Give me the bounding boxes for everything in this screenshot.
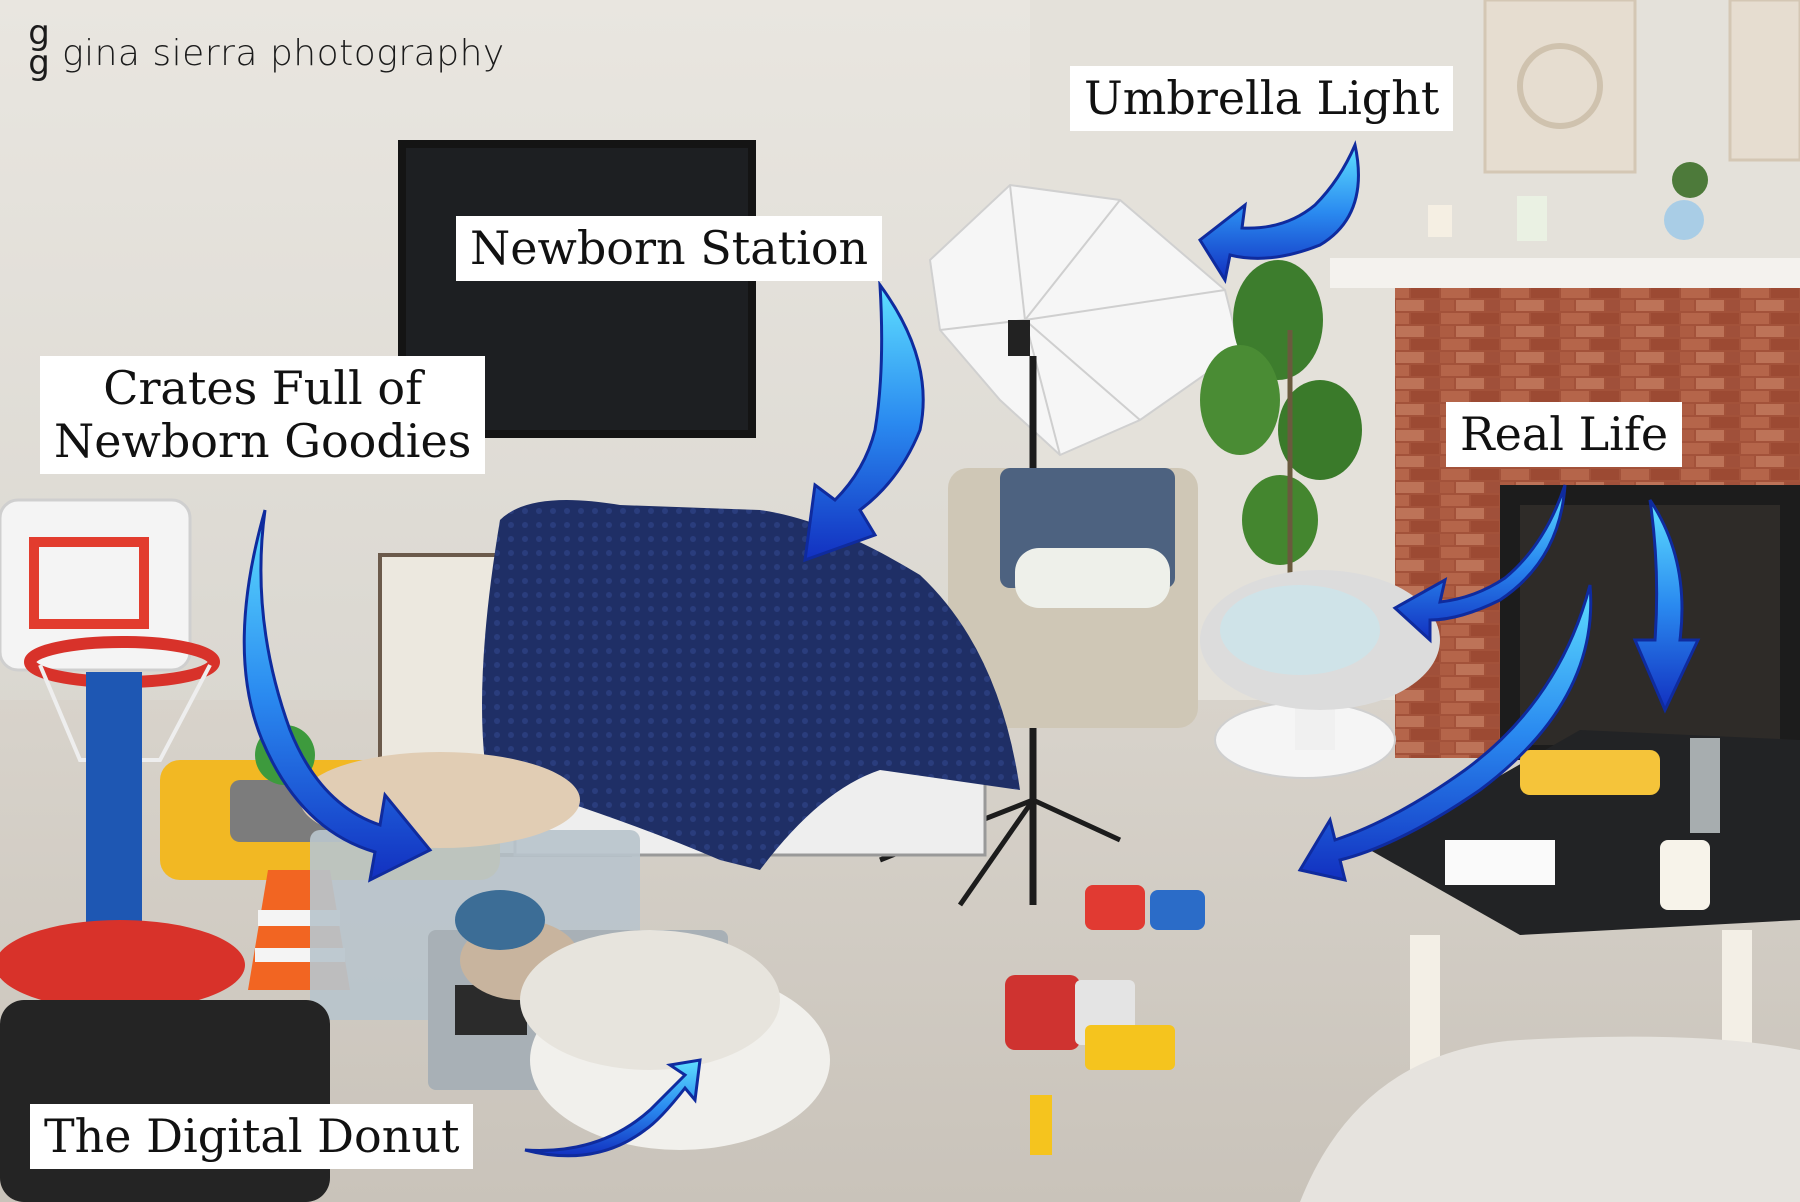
label-crates: Crates Full of Newborn Goodies xyxy=(40,356,486,474)
brand-logo: g g gina sierra photography xyxy=(26,13,505,88)
label-digital-donut-text: The Digital Donut xyxy=(44,1109,460,1163)
label-newborn-station: Newborn Station xyxy=(456,216,883,281)
label-umbrella-light-text: Umbrella Light xyxy=(1084,71,1440,125)
label-umbrella-light: Umbrella Light xyxy=(1070,66,1454,131)
label-newborn-station-text: Newborn Station xyxy=(470,221,869,275)
label-crates-line2: Newborn Goodies xyxy=(54,413,472,468)
label-digital-donut: The Digital Donut xyxy=(30,1104,474,1169)
logo-mark-glyph-lower: g xyxy=(28,43,50,83)
label-crates-line1: Crates Full of xyxy=(103,361,423,415)
label-real-life-text: Real Life xyxy=(1460,407,1669,461)
logo-mark-icon: g g xyxy=(26,13,52,88)
logo-mark-glyph: g xyxy=(28,13,50,53)
label-real-life: Real Life xyxy=(1446,402,1683,467)
brand-name: gina sierra photography xyxy=(62,32,505,74)
